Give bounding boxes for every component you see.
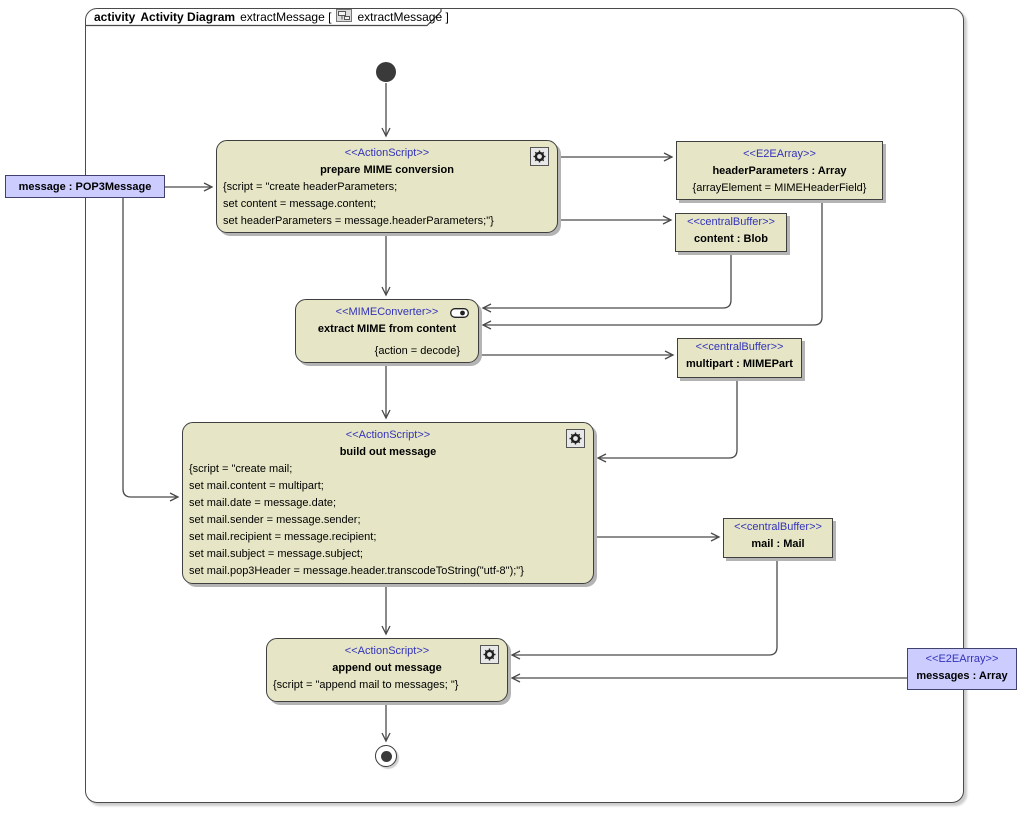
buffer-name: content : Blob — [694, 233, 768, 245]
frame-tab-outline — [86, 9, 442, 27]
stereotype-label: <<E2EArray>> — [743, 148, 816, 160]
action-prepare-mime-conversion[interactable]: <<ActionScript>> prepare MIME conversion… — [216, 140, 558, 233]
activity-final-node[interactable] — [375, 745, 397, 767]
initial-node[interactable] — [376, 62, 396, 82]
activity-diagram-icon — [336, 9, 353, 25]
stereotype-label: <<centralBuffer>> — [734, 521, 822, 533]
script-line: set mail.recipient = message.recipient; — [189, 531, 377, 543]
stereotype-label: <<centralBuffer>> — [687, 216, 775, 228]
script-line: set mail.sender = message.sender; — [189, 514, 361, 526]
buffer-headerparameters[interactable]: <<E2EArray>> headerParameters : Array {a… — [676, 141, 883, 200]
action-build-out-message[interactable]: <<ActionScript>> build out message {scri… — [182, 422, 594, 584]
buffer-multipart[interactable]: <<centralBuffer>> multipart : MIMEPart — [677, 338, 802, 378]
script-line: {script = "append mail to messages; "} — [273, 679, 459, 691]
script-line: set mail.pop3Header = message.header.tra… — [189, 565, 524, 577]
script-line: set mail.content = multipart; — [189, 480, 324, 492]
script-line: set mail.date = message.date; — [189, 497, 337, 509]
parameter-name: message : POP3Message — [18, 180, 152, 193]
actionscript-gear-icon — [480, 645, 499, 664]
actionscript-gear-icon — [530, 147, 549, 166]
buffer-constraint: {arrayElement = MIMEHeaderField} — [692, 182, 867, 194]
buffer-content[interactable]: <<centralBuffer>> content : Blob — [675, 213, 787, 252]
converter-pill-icon — [450, 308, 469, 321]
stereotype-label: <<ActionScript>> — [345, 429, 431, 441]
edge-multipart-to-build[interactable] — [596, 378, 738, 463]
frame-diagram-name: extractMessage [ — [240, 10, 332, 24]
action-name: append out message — [332, 662, 442, 674]
edge-message-to-build[interactable] — [122, 197, 180, 502]
action-extract-mime-from-content[interactable]: <<MIMEConverter>> extract MIME from cont… — [295, 299, 479, 363]
frame-tab: activity Activity Diagram extractMessage… — [86, 9, 449, 25]
stereotype-label: <<centralBuffer>> — [695, 341, 784, 353]
script-line: {script = "create headerParameters; — [223, 181, 398, 193]
stereotype-label: <<E2EArray>> — [925, 653, 999, 665]
action-constraint: {action = decode} — [374, 345, 460, 357]
frame-keyword: activity — [94, 10, 136, 24]
buffer-name: mail : Mail — [751, 538, 805, 550]
action-append-out-message[interactable]: <<ActionScript>> append out message {scr… — [266, 638, 508, 702]
frame-diagram-type: Activity Diagram — [140, 10, 236, 24]
parameter-message-pop3message[interactable]: message : POP3Message — [5, 175, 165, 198]
buffer-mail[interactable]: <<centralBuffer>> mail : Mail — [723, 518, 833, 558]
script-line: {script = "create mail; — [189, 463, 293, 475]
buffer-name: multipart : MIMEPart — [686, 358, 793, 370]
action-name: extract MIME from content — [317, 323, 457, 335]
actionscript-gear-icon — [566, 429, 585, 448]
stereotype-label: <<ActionScript>> — [344, 645, 430, 657]
buffer-name: messages : Array — [916, 670, 1008, 682]
buffer-name: headerParameters : Array — [712, 165, 847, 177]
edge-headerparameters-to-extract[interactable] — [481, 200, 823, 330]
script-line: set content = message.content; — [223, 198, 377, 210]
action-name: build out message — [339, 446, 437, 458]
frame-diagram-ref: extractMessage ] — [357, 10, 449, 24]
script-line: set mail.subject = message.subject; — [189, 548, 363, 560]
final-node-dot — [380, 750, 392, 762]
buffer-messages[interactable]: <<E2EArray>> messages : Array — [907, 648, 1017, 690]
edge-content-to-extract[interactable] — [481, 252, 732, 313]
stereotype-label: <<MIMEConverter>> — [335, 306, 439, 318]
script-line: set headerParameters = message.headerPar… — [223, 215, 494, 227]
edge-mail-to-append[interactable] — [510, 558, 778, 660]
stereotype-label: <<ActionScript>> — [344, 147, 430, 159]
action-name: prepare MIME conversion — [320, 164, 454, 176]
